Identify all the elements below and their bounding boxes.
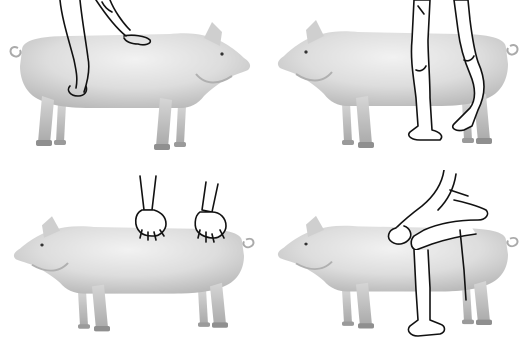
panel-top-right xyxy=(264,0,528,170)
panel-bottom-left xyxy=(0,170,264,340)
pig-with-person-legs-illustration xyxy=(264,0,528,170)
pig-with-seated-person-illustration xyxy=(264,170,528,340)
panel-top-left xyxy=(0,0,264,170)
pig-hands-pressing-illustration xyxy=(0,170,264,340)
pig-hand-on-back-illustration xyxy=(0,0,264,170)
panel-bottom-right xyxy=(264,170,528,340)
